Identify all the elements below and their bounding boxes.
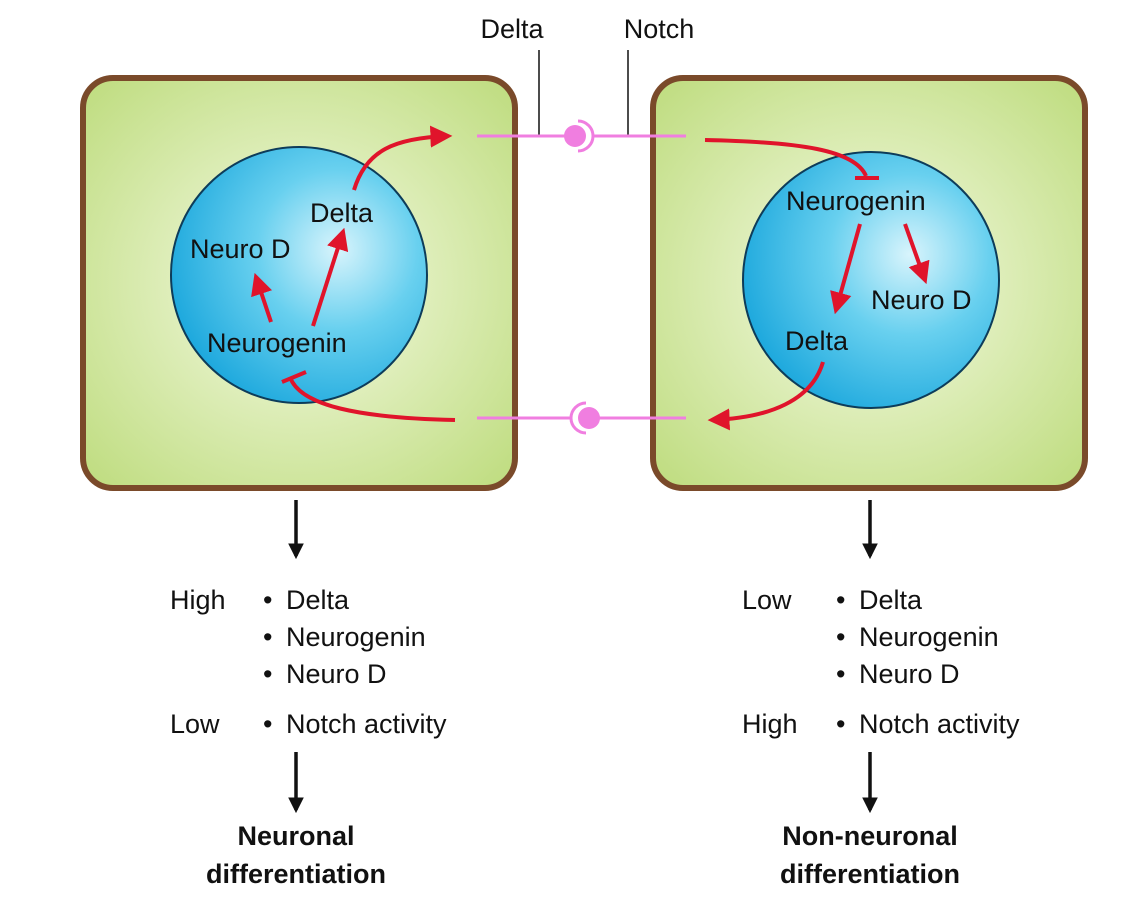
left-neurod-label: Neuro D bbox=[190, 234, 291, 264]
left-outcome-line-1: Neuronal bbox=[237, 821, 354, 851]
right-low-bullet-3: • bbox=[836, 659, 845, 689]
right-neurogenin-to-delta-arrow bbox=[830, 223, 862, 315]
right-low-level-label: Low bbox=[742, 585, 792, 615]
right-notch-inhibition-line bbox=[704, 138, 868, 177]
right-neurod-label: Neuro D bbox=[871, 285, 972, 315]
right-low-bullet-1: • bbox=[836, 585, 845, 615]
right-outcome-line-2: differentiation bbox=[780, 859, 960, 889]
right-high-item-notch: Notch activity bbox=[859, 709, 1020, 739]
right-outcome-line-1: Non-neuronal bbox=[782, 821, 958, 851]
left-delta-label: Delta bbox=[310, 198, 374, 228]
left-high-bullet-1: • bbox=[263, 585, 272, 615]
right-low-item-neurogenin: Neurogenin bbox=[859, 622, 999, 652]
top-delta-notch-pair bbox=[477, 119, 686, 153]
left-delta-export-arrow bbox=[352, 125, 453, 191]
right-low-bullet-2: • bbox=[836, 622, 845, 652]
left-high-item-delta: Delta bbox=[286, 585, 350, 615]
right-delta-label: Delta bbox=[785, 326, 849, 356]
notch-receptor-cup-top bbox=[577, 119, 595, 153]
left-high-item-neurogenin: Neurogenin bbox=[286, 622, 426, 652]
right-delta-export-arrow bbox=[707, 361, 825, 431]
left-nucleus bbox=[170, 146, 428, 404]
left-high-level-label: High bbox=[170, 585, 226, 615]
left-low-level-label: Low bbox=[170, 709, 220, 739]
right-low-item-neurod: Neuro D bbox=[859, 659, 960, 689]
left-high-bullet-2: • bbox=[263, 622, 272, 652]
left-high-bullet-3: • bbox=[263, 659, 272, 689]
left-low-item-notch: Notch activity bbox=[286, 709, 447, 739]
left-outcome-line-2: differentiation bbox=[206, 859, 386, 889]
right-neurogenin-to-neurod-arrow bbox=[903, 223, 930, 285]
delta-ligand-label: Delta bbox=[480, 14, 544, 44]
right-nucleus bbox=[742, 151, 1000, 409]
notch-receptor-label: Notch bbox=[624, 14, 695, 44]
notch-receptor-cup-bottom bbox=[569, 401, 587, 435]
right-low-item-delta: Delta bbox=[859, 585, 923, 615]
right-signaling-arrows bbox=[704, 138, 930, 431]
bottom-notch-delta-pair bbox=[477, 401, 686, 435]
right-high-bullet-1: • bbox=[836, 709, 845, 739]
left-neurogenin-label: Neurogenin bbox=[207, 328, 347, 358]
left-high-item-neurod: Neuro D bbox=[286, 659, 387, 689]
right-neurogenin-label: Neurogenin bbox=[786, 186, 926, 216]
left-signaling-arrows bbox=[251, 125, 456, 422]
delta-ligand-head-bottom bbox=[578, 407, 600, 429]
left-notch-inhibition-line bbox=[288, 376, 456, 422]
left-low-bullet-1: • bbox=[263, 709, 272, 739]
right-high-level-label: High bbox=[742, 709, 798, 739]
delta-ligand-head-top bbox=[564, 125, 586, 147]
left-inhibition-bar bbox=[281, 370, 307, 384]
left-neurogenin-to-neurod-arrow bbox=[251, 272, 273, 323]
left-neurogenin-to-delta-arrow bbox=[311, 227, 349, 327]
